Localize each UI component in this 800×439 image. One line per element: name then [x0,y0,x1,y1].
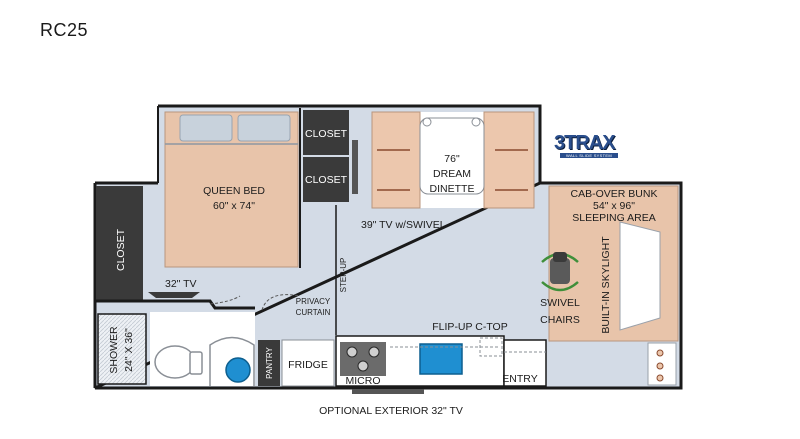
closet-left-label: CLOSET [115,228,127,271]
tv-swivel-label: 39" TV w/SWIVEL [361,219,446,231]
closet-left [96,186,143,301]
privacy-label-1: PRIVACY [296,297,331,306]
dinette-label-3: DINETTE [430,183,475,195]
tv-39 [352,140,358,194]
closet-mid-label: CLOSET [305,174,348,186]
pantry [258,340,280,386]
tv-32-label: 32" TV [165,278,197,290]
closet-mid [303,157,349,202]
optional-tv-label: OPTIONAL EXTERIOR 32" TV [319,405,463,417]
model-name: RC25 [40,20,89,40]
step-up-label: STEP-UP [339,258,348,293]
shower [97,313,147,385]
fridge [281,339,335,387]
privacy-label-2: CURTAIN [296,308,331,317]
shower-label-2: 24" X 36" [123,328,135,372]
bunk-label-3: SLEEPING AREA [572,212,655,224]
swivel-label-1: SWIVEL [540,297,580,309]
3trax-logo-main: 3TRAX [554,132,616,154]
queen-bed-size: 60" x 74" [213,200,255,212]
pillow-right [237,114,291,142]
entry-label: ENTRY [502,373,537,385]
tv-32 [148,292,200,298]
dinette-seat-right [483,111,535,209]
queen-bed-label: QUEEN BED [203,185,265,197]
slide-outline [158,104,542,183]
3trax-logo: 3TRAX WALL SLIDE SYSTEM [554,133,620,159]
fridge-label: FRIDGE [288,359,328,371]
micro-label: MICRO [346,375,381,387]
dinette-seat-left [371,111,421,209]
dinette-label-2: DREAM [433,168,471,180]
bath-wall [96,299,255,310]
swivel-chair-icon [541,252,579,292]
skylight [619,221,661,331]
pantry-label: PANTRY [265,346,274,378]
bunk-label-2: 54" x 96" [593,200,635,212]
closet-top-label: CLOSET [305,128,348,140]
toilet-icon [154,345,196,379]
optional-tv [352,389,424,394]
dinette-label-1: 76" [444,153,460,165]
pillow-left [179,114,233,142]
skylight-label: BUILT-IN SKYLIGHT [600,236,612,334]
dinette-table [419,117,485,195]
bath-sink-icon [225,357,251,383]
bunk-label-1: CAB-OVER BUNK [571,188,658,200]
shower-label-1: SHOWER [108,326,120,374]
swivel-label-2: CHAIRS [540,314,580,326]
flip-up-label: FLIP-UP C-TOP [432,321,507,333]
kitchen-sink [419,343,463,375]
closet-top [303,110,349,155]
3trax-logo-sub: WALL SLIDE SYSTEM [560,153,618,158]
entry [503,339,547,387]
